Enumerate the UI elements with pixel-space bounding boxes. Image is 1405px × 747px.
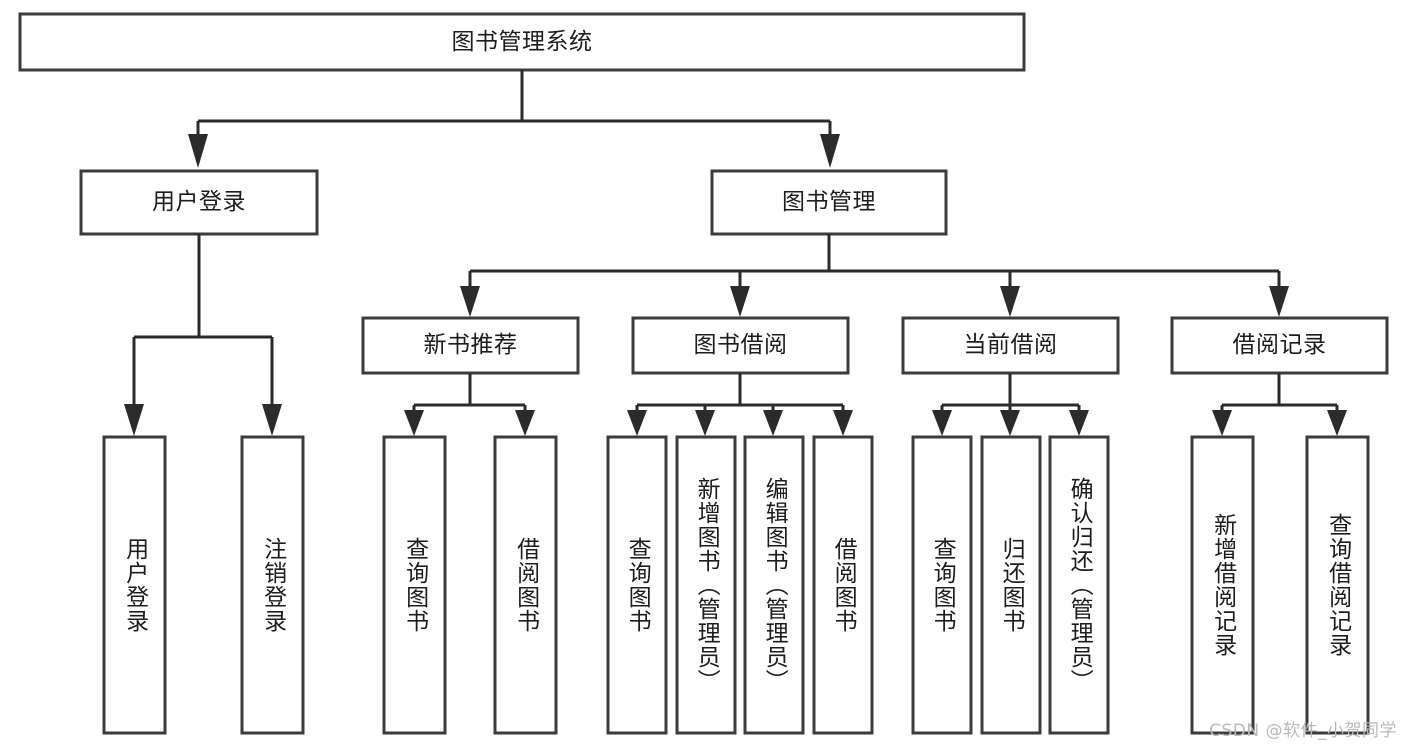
- leaf-box-new-book-2[interactable]: [493, 435, 558, 735]
- leaf-box-book-borrow-4[interactable]: [812, 435, 874, 735]
- leaf-box-book-borrow-2[interactable]: [675, 435, 737, 735]
- arrowhead-leaf-borrow-record-1: [1212, 410, 1232, 436]
- arrowhead-to-borrow-record: [1269, 286, 1289, 317]
- arrowhead-leaf-book-borrow-1: [627, 410, 647, 436]
- arrowhead-leaf-current-borrow-1: [932, 410, 952, 436]
- arrowhead-leaf-new-book-2: [515, 410, 535, 436]
- arrowhead-to-user-login: [188, 134, 208, 168]
- arrowhead-leaf-user-login-2: [262, 404, 282, 436]
- arrowhead-leaf-book-borrow-3: [763, 410, 783, 436]
- node-book-manage-box[interactable]: [710, 169, 948, 236]
- arrowhead-to-book-manage: [820, 134, 840, 168]
- leaf-box-user-login-1[interactable]: [102, 435, 167, 735]
- arrowhead-to-new-book: [460, 286, 480, 317]
- leaf-box-book-borrow-1[interactable]: [606, 435, 668, 735]
- node-borrow-record-box[interactable]: [1170, 316, 1389, 375]
- arrowhead-leaf-current-borrow-2: [1000, 410, 1020, 436]
- node-root-box[interactable]: [18, 12, 1026, 72]
- csdn-watermark: CSDN @软件_小贺同学: [1209, 721, 1397, 741]
- node-current-borrow-box[interactable]: [901, 316, 1120, 375]
- arrowhead-leaf-book-borrow-4: [833, 410, 853, 436]
- node-user-login-box[interactable]: [79, 169, 319, 236]
- arrowhead-leaf-current-borrow-3: [1069, 410, 1089, 436]
- node-book-borrow-box[interactable]: [631, 316, 850, 375]
- leaf-box-new-book-1[interactable]: [382, 435, 447, 735]
- leaf-box-user-login-2[interactable]: [240, 435, 305, 735]
- leaf-box-current-borrow-1[interactable]: [911, 435, 973, 735]
- leaf-box-borrow-record-2[interactable]: [1305, 435, 1370, 735]
- arrowhead-to-current-borrow: [1000, 286, 1020, 317]
- leaf-box-current-borrow-3[interactable]: [1048, 435, 1110, 735]
- arrowhead-leaf-book-borrow-2: [695, 410, 715, 436]
- arrowhead-leaf-borrow-record-2: [1327, 410, 1347, 436]
- leaf-box-borrow-record-1[interactable]: [1190, 435, 1255, 735]
- leaf-box-current-borrow-2[interactable]: [980, 435, 1042, 735]
- node-new-book-box[interactable]: [361, 316, 580, 375]
- leaf-box-book-borrow-3[interactable]: [743, 435, 805, 735]
- arrowhead-leaf-user-login-1: [124, 404, 144, 436]
- arrowhead-to-book-borrow: [730, 286, 750, 317]
- arrowhead-leaf-new-book-1: [404, 410, 424, 436]
